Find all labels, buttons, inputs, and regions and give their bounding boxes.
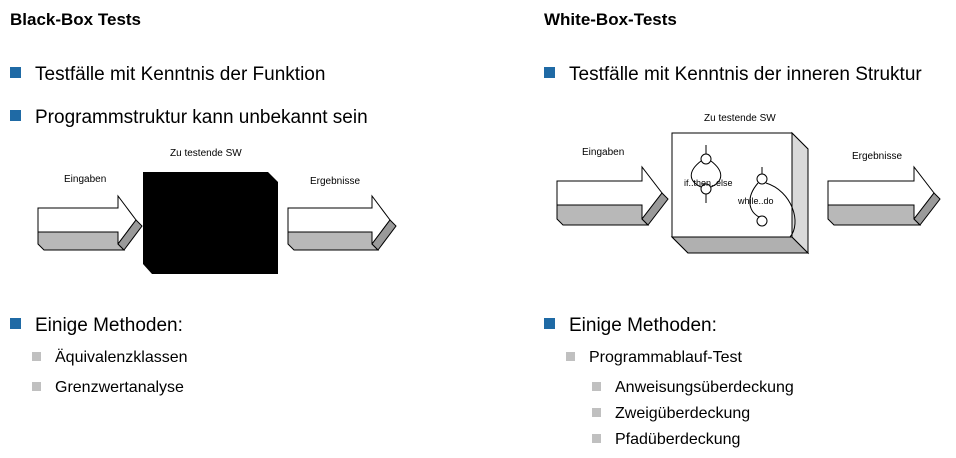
white-box-sw-label: Zu testende SW (704, 113, 776, 124)
black-box-methods-title: Einige Methoden: (10, 315, 183, 337)
input-arrow (556, 165, 669, 226)
bullet-square-icon (10, 318, 21, 329)
sub-bullet-icon (592, 408, 601, 417)
white-box-bullet-1: Testfälle mit Kenntnis der inneren Struk… (544, 64, 922, 86)
output-arrow (827, 165, 941, 226)
while-do-label: while..do (737, 196, 774, 206)
bullet-square-icon (544, 67, 555, 78)
flow-edge (749, 182, 760, 218)
flow-node (756, 215, 768, 227)
flow-node (700, 153, 712, 165)
output-arrow (287, 194, 397, 251)
white-box-method-group: Programmablauf-Test (566, 349, 742, 367)
bullet-square-icon (10, 67, 21, 78)
black-box-method-2: Grenzwertanalyse (32, 379, 184, 397)
flow-edge (710, 160, 722, 188)
white-box-methods-title: Einige Methoden: (544, 315, 717, 337)
sub-bullet-icon (32, 352, 41, 361)
flow-node (756, 173, 768, 185)
flow-edge (690, 160, 702, 188)
black-box-method-1: Äquivalenzklassen (32, 349, 188, 367)
black-box-input-label: Eingaben (64, 174, 106, 185)
white-box-submethod-2: Zweigüberdeckung (592, 405, 750, 423)
input-arrow (37, 194, 143, 251)
white-box-diagram: Zu testende SW Eingaben if..then..else w… (556, 113, 941, 255)
sub-bullet-icon (592, 382, 601, 391)
white-box-submethod-1: Anweisungsüberdeckung (592, 379, 794, 397)
sub-bullet-icon (592, 434, 601, 443)
sub-bullet-icon (566, 352, 575, 361)
white-box-shape (670, 131, 810, 255)
sub-bullet-icon (32, 382, 41, 391)
flow-edge (765, 182, 796, 238)
black-box-bullet-1: Testfälle mit Kenntnis der Funktion (10, 64, 325, 86)
black-box-sw-label: Zu testende SW (170, 148, 242, 159)
black-box-heading: Black-Box Tests (10, 10, 142, 29)
bullet-square-icon (10, 110, 21, 121)
white-box-submethod-3: Pfadüberdeckung (592, 431, 740, 449)
black-box-bullet-2: Programmstruktur kann unbekannt sein (10, 107, 368, 129)
black-box-output-label: Ergebnisse (310, 176, 360, 187)
black-box-diagram: Eingaben Zu testende SW Ergebnisse (37, 148, 397, 274)
if-then-else-label: if..then..else (684, 178, 733, 188)
control-flow-graph (690, 145, 796, 238)
bullet-square-icon (544, 318, 555, 329)
white-box-output-label: Ergebnisse (852, 151, 902, 162)
black-box-shape (143, 172, 278, 274)
white-box-input-label: Eingaben (582, 147, 624, 158)
white-box-heading: White-Box-Tests (544, 10, 677, 29)
